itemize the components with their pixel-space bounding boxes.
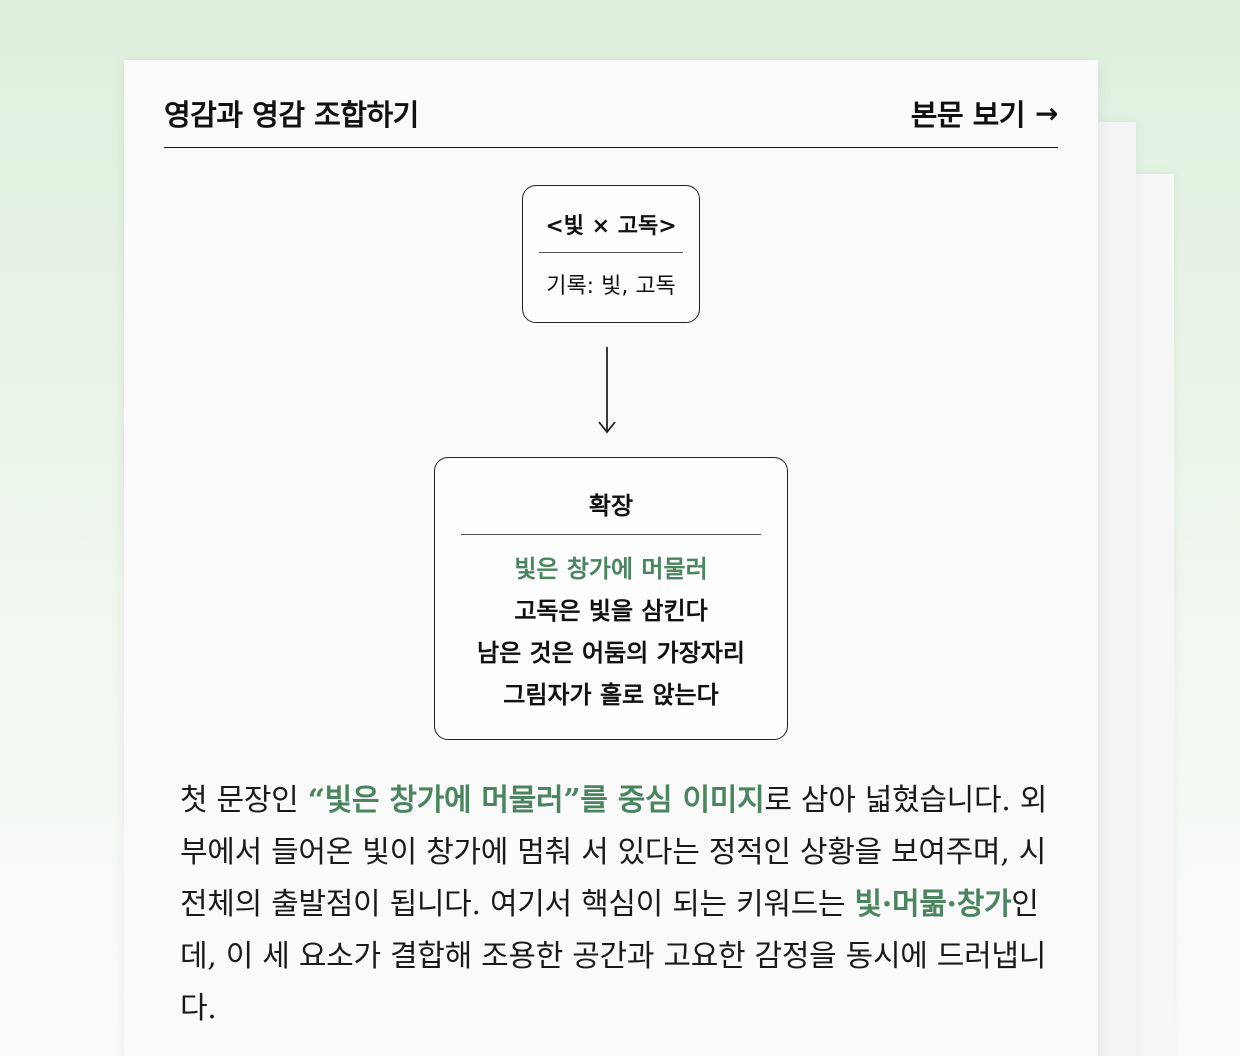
poem-line: 남은 것은 어둠의 가장자리 bbox=[477, 638, 745, 667]
card-header: 영감과 영감 조합하기 본문 보기 → bbox=[164, 88, 1058, 148]
paragraph-text: 첫 문장인 bbox=[180, 783, 308, 818]
arrow-down-icon bbox=[598, 347, 616, 434]
arrow-right-icon: → bbox=[1035, 96, 1058, 130]
view-body-label: 본문 보기 bbox=[910, 98, 1026, 132]
content-card: 영감과 영감 조합하기 본문 보기 → <빛 × 고독> 기록: 빛, 고독 확… bbox=[124, 60, 1098, 1056]
source-note: 기록: 빛, 고독 bbox=[546, 274, 676, 299]
poem-line: 빛은 창가에 머물러 bbox=[514, 554, 708, 583]
explanation-paragraph: 첫 문장인 “빛은 창가에 머물러”를 중심 이미지로 삼아 넓혔습니다. 외부… bbox=[180, 775, 1050, 1035]
expansion-label: 확장 bbox=[588, 492, 634, 520]
expansion-box: 확장 빛은 창가에 머물러 고독은 빛을 삼킨다 남은 것은 어둠의 가장자리 … bbox=[434, 457, 788, 740]
paragraph-text: 로 삼아 넓혔습니다. 외부에서 들어온 빛이 창가에 멈춰 서 있다는 정적인… bbox=[180, 783, 1048, 922]
divider bbox=[539, 252, 683, 253]
view-body-link[interactable]: 본문 보기 → bbox=[910, 92, 1059, 134]
page-title: 영감과 영감 조합하기 bbox=[164, 98, 419, 132]
stacked-card-back bbox=[1130, 174, 1174, 1056]
poem-line: 그림자가 홀로 앉는다 bbox=[503, 680, 719, 709]
paragraph-text: 인데, 이 세 요소가 결합해 조용한 공간과 고요한 감정을 동시에 드러냅니… bbox=[180, 887, 1046, 1026]
paragraph-highlight: 빛·머묾·창가 bbox=[854, 887, 1012, 922]
poem-line: 고독은 빛을 삼킨다 bbox=[514, 596, 708, 625]
source-inspiration-box: <빛 × 고독> 기록: 빛, 고독 bbox=[522, 185, 700, 323]
source-label: <빛 × 고독> bbox=[545, 214, 677, 239]
poem-lines: 빛은 창가에 머물러 고독은 빛을 삼킨다 남은 것은 어둠의 가장자리 그림자… bbox=[435, 548, 787, 716]
paragraph-highlight: “빛은 창가에 머물러”를 중심 이미지 bbox=[307, 783, 765, 818]
divider bbox=[461, 534, 761, 535]
